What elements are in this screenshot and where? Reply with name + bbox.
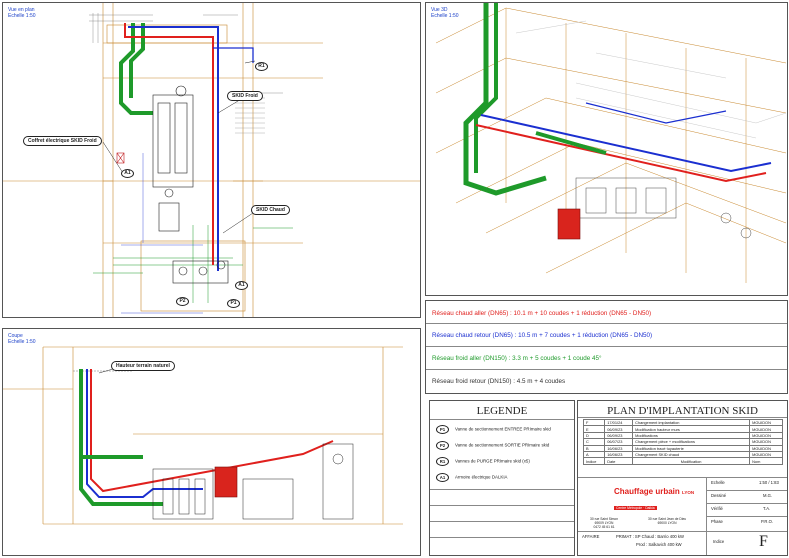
note-cold-supply: Réseau froid aller (DN150) : 3.3 m + 5 c… (432, 355, 602, 362)
note-hot-supply: Réseau chaud aller (DN65) : 10.1 m + 10 … (432, 310, 652, 317)
logo-city: LYON (682, 490, 695, 495)
affaire-label: AFFAIRE (582, 534, 600, 539)
section-view-panel: Coupe Echelle 1:50 Hauteur terrain natur… (2, 328, 421, 556)
address-left: 30 rue Saint Simon 69009 LYON 0472 45 61… (590, 517, 619, 529)
field-dessine-value: M.G. (763, 493, 773, 498)
indice-value: F (759, 533, 768, 550)
plan-view-title: Vue en plan (8, 7, 35, 13)
callout-coffret-electrique: Coffret électrique SKID Froid (23, 136, 102, 146)
callout-hauteur-terrain: Hauteur terrain naturel (111, 361, 175, 371)
section-view-scale: Echelle 1:50 (8, 339, 36, 345)
section-drawing (3, 346, 403, 525)
field-echelle-label: Echelle (711, 480, 725, 485)
tag-p1: P1 (227, 299, 240, 308)
plan-view-scale: Echelle 1:50 (8, 13, 36, 19)
field-echelle-value: 1:50 / 1:83 (759, 480, 779, 485)
iso-view-panel: Vue 3D Echelle 1:50 (425, 2, 788, 296)
logo-main: Chauffage urbain (614, 487, 680, 496)
plan-drawing (3, 3, 420, 317)
field-verifie-value: T.A. (763, 506, 771, 511)
address-right: 30 rue Saint Jean de Dieu 69000 LYON (648, 517, 687, 525)
field-dessine-label: Dessiné (711, 493, 727, 498)
drawing-title: PLAN D'IMPLANTATION SKID (607, 405, 758, 417)
company-logo: Chauffage urbain LYON Centre Métropole ·… (614, 487, 706, 514)
note-cold-return: Réseau froid retour (DN150) : 4.5 m + 4 … (432, 378, 566, 385)
legend-title: LEGENDE (476, 405, 528, 417)
callout-skid-froid: SKID Froid (227, 91, 263, 101)
network-notes-panel: Réseau chaud aller (DN65) : 10.1 m + 10 … (425, 300, 788, 394)
field-phase-value: P.R.O. (761, 519, 774, 524)
callout-skid-chaud: SKID Chaud (251, 205, 290, 215)
indice-label: Indice (713, 539, 725, 544)
logo-sub: Centre Métropole · Dalkia (614, 506, 657, 510)
affaire-line-1: PRIMAT : SP Chaud : Barrio 400 kW (616, 534, 684, 539)
iso-drawing (435, 3, 787, 283)
tag-p2: P2 (176, 297, 189, 306)
field-phase-label: Phase (711, 519, 723, 524)
section-view-title: Coupe (8, 333, 23, 339)
note-hot-return: Réseau chaud retour (DN65) : 10.5 m + 7 … (432, 332, 653, 339)
iso-view-title: Vue 3D (431, 7, 448, 13)
plan-view-panel: Vue en plan Echelle 1:50 R1 SKID Froid C… (2, 2, 421, 318)
iso-view-scale: Echelle 1:50 (431, 13, 459, 19)
tag-a1-right: A1 (235, 281, 248, 290)
tag-r1: R1 (255, 62, 268, 71)
field-verifie-label: Vérifié (711, 506, 723, 511)
affaire-line-2: Prod : Salkavich 400 kW (636, 542, 682, 547)
tag-a1-left: A1 (121, 169, 134, 178)
